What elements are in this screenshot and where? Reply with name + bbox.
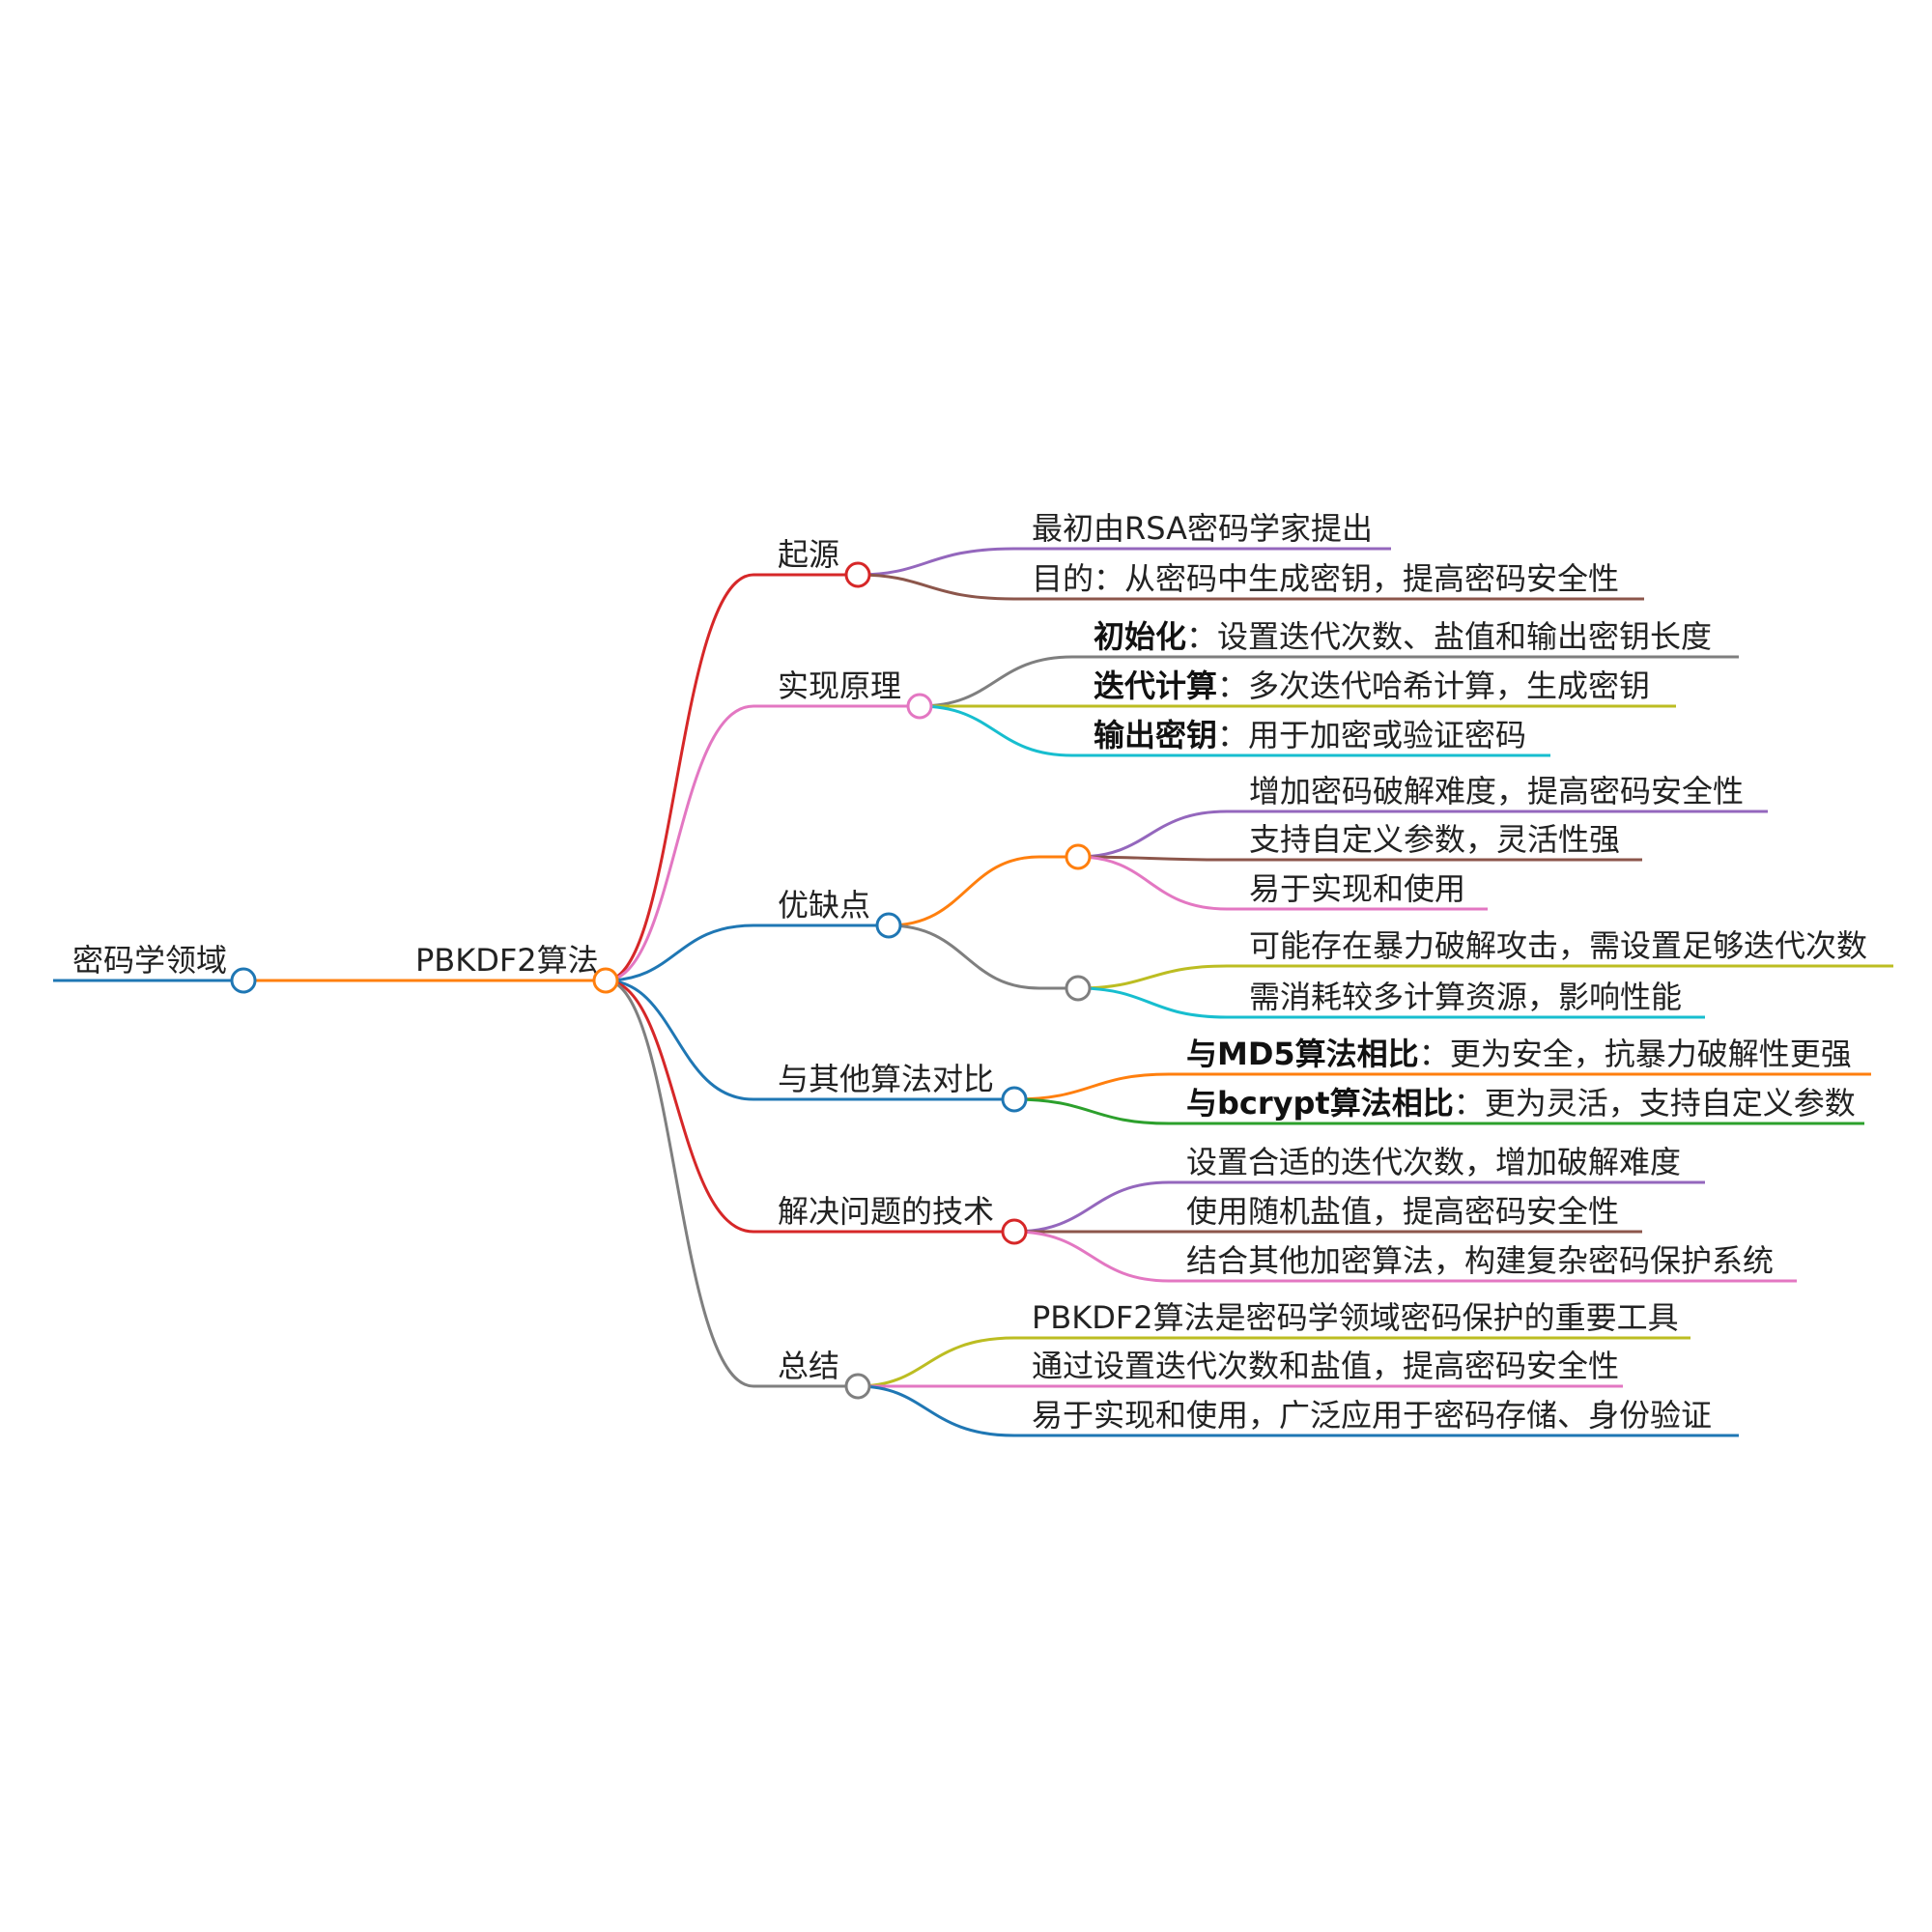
techniques-item-1[interactable]: 设置合适的迭代次数，增加破解难度 [1186,1144,1681,1180]
principle-item-3-text: ：用于加密或验证密码 [1217,717,1526,753]
techniques-item-3[interactable]: 结合其他加密算法，构建复杂密码保护系统 [1186,1242,1774,1279]
origin-edge-1 [857,547,1391,577]
branch-techniques-dot[interactable] [1001,1218,1028,1245]
compare-item-1[interactable]: 与MD5算法相比：更为安全，抗暴力破解性更强 [1186,1036,1852,1072]
cons-item-2[interactable]: 需消耗较多计算资源，影响性能 [1249,979,1682,1015]
compare-item-1-key: 与MD5算法相比 [1186,1036,1419,1072]
edge-compare [605,979,1014,1101]
cons-edge-2 [1077,986,1705,1019]
compare-item-2-key: 与bcrypt算法相比 [1186,1085,1454,1122]
principle-item-1[interactable]: 初始化：设置迭代次数、盐值和输出密钥长度 [1094,618,1712,655]
root-node-dot[interactable] [230,967,257,994]
branch-pros-cons-dot[interactable] [875,912,902,939]
branch-principle-dot[interactable] [906,693,933,720]
root-label[interactable]: 密码学领域 [72,942,227,979]
principle-item-2-key: 迭代计算 [1094,668,1217,704]
techniques-edge-3 [1013,1230,1797,1283]
compare-edge-2 [1013,1097,1864,1125]
principle-item-3[interactable]: 输出密钥：用于加密或验证密码 [1094,717,1526,753]
compare-item-2-text: ：更为灵活，支持自定义参数 [1454,1085,1856,1122]
cons-group-dot[interactable] [1065,975,1092,1002]
edge-summary [605,979,858,1388]
pros-item-2[interactable]: 支持自定义参数，灵活性强 [1249,821,1620,858]
summary-item-1[interactable]: PBKDF2算法是密码学领域密码保护的重要工具 [1032,1299,1679,1336]
compare-edge-1 [1013,1072,1871,1101]
compare-item-2[interactable]: 与bcrypt算法相比：更为灵活，支持自定义参数 [1186,1085,1856,1122]
pros-group-edge [888,855,1078,927]
origin-item-1[interactable]: 最初由RSA密码学家提出 [1032,510,1373,547]
principle-item-1-key: 初始化 [1094,618,1186,655]
edge-principle [605,704,920,982]
summary-item-2[interactable]: 通过设置迭代次数和盐值，提高密码安全性 [1032,1348,1619,1384]
branch-techniques-label[interactable]: 解决问题的技术 [778,1193,994,1230]
pros-edge-1 [1077,810,1768,859]
pros-item-1[interactable]: 增加密码破解难度，提高密码安全性 [1249,773,1744,810]
branch-origin-label[interactable]: 起源 [778,536,839,573]
pros-item-3[interactable]: 易于实现和使用 [1249,870,1465,907]
topic-node-dot[interactable] [592,967,619,994]
principle-edge-1 [919,655,1739,708]
topic-label[interactable]: PBKDF2算法 [415,942,599,979]
principle-item-2-text: ：多次迭代哈希计算，生成密钥 [1217,668,1650,704]
cons-group-edge [888,923,1078,990]
principle-item-1-text: ：设置迭代次数、盐值和输出密钥长度 [1186,618,1712,655]
edge-techniques [605,979,1014,1234]
branch-summary-label[interactable]: 总结 [778,1348,839,1384]
origin-item-2[interactable]: 目的：从密码中生成密钥，提高密码安全性 [1032,560,1619,597]
pros-group-dot[interactable] [1065,843,1092,870]
principle-item-2[interactable]: 迭代计算：多次迭代哈希计算，生成密钥 [1094,668,1650,704]
summary-item-3[interactable]: 易于实现和使用，广泛应用于密码存储、身份验证 [1032,1397,1712,1434]
principle-item-3-key: 输出密钥 [1094,717,1217,753]
summary-edge-1 [857,1336,1690,1388]
techniques-edge-1 [1013,1180,1705,1234]
edge-origin [605,573,858,982]
cons-item-1[interactable]: 可能存在暴力破解攻击，需设置足够迭代次数 [1249,927,1867,964]
branch-compare-label[interactable]: 与其他算法对比 [778,1061,994,1097]
branch-pros-cons-label[interactable]: 优缺点 [778,887,870,923]
branch-compare-dot[interactable] [1001,1086,1028,1113]
branch-origin-dot[interactable] [844,561,871,588]
origin-edge-2 [857,573,1644,601]
principle-edge-3 [919,704,1550,757]
pros-edge-2 [1077,855,1642,862]
cons-edge-1 [1077,964,1893,990]
compare-item-1-text: ：更为安全，抗暴力破解性更强 [1419,1036,1852,1072]
branch-principle-label[interactable]: 实现原理 [778,668,901,704]
techniques-item-2[interactable]: 使用随机盐值，提高密码安全性 [1186,1193,1619,1230]
branch-summary-dot[interactable] [844,1373,871,1400]
pros-edge-3 [1077,855,1488,911]
edge-pros-cons [605,923,889,982]
summary-edge-3 [857,1384,1739,1437]
